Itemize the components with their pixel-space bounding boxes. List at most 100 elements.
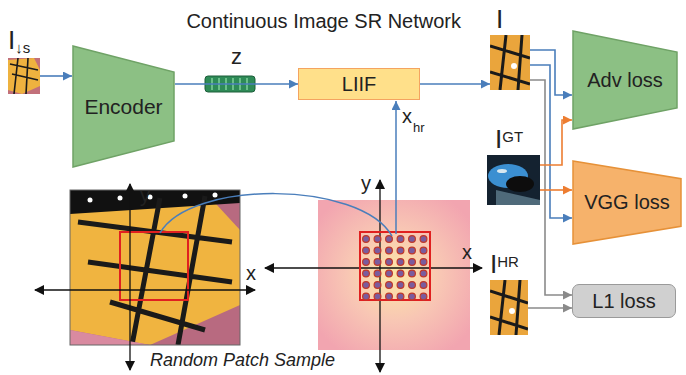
axis-label: x (246, 262, 256, 284)
block-label: Encoder (84, 95, 162, 119)
query-symbol: x (402, 105, 412, 127)
block-label: Adv loss (587, 69, 663, 92)
connector-arrow (530, 80, 572, 295)
image-symbol: I (8, 25, 15, 55)
illustration-part (506, 176, 534, 192)
illustration-part (386, 259, 393, 266)
panel-title-holder: Continuous Image SR Network (186, 10, 461, 33)
illustration-part (490, 35, 530, 90)
illustration-part (70, 330, 150, 345)
axis-label: x (462, 241, 472, 263)
ground-truth-image: IGT (487, 155, 540, 205)
image-label-holder: I (496, 6, 503, 32)
label-holder: y (140, 184, 150, 207)
connector-arrow (420, 83, 490, 85)
illustration-part (386, 282, 393, 289)
axis-label: y (140, 184, 150, 206)
label-holder: hr (413, 118, 425, 136)
illustration-part (374, 293, 381, 300)
label-holder: x (246, 262, 256, 285)
illustration-part (386, 247, 393, 254)
illustration-part (511, 63, 517, 69)
illustration-part (374, 247, 381, 254)
illustration-part (363, 270, 370, 277)
edge-label-holder: z (231, 44, 242, 70)
illustration-part (497, 169, 507, 173)
illustration-part (409, 270, 416, 277)
illustration-part (88, 198, 93, 203)
output-image: I (490, 35, 530, 90)
illustration-part (118, 196, 123, 201)
illustration-part (70, 190, 240, 345)
illustration-part (409, 259, 416, 266)
illustration-part (490, 280, 528, 335)
connector-arrow (40, 75, 72, 77)
illustration-part (420, 293, 427, 300)
input-image: I↓s (8, 58, 40, 94)
illustration-part (509, 308, 515, 314)
illustration-part (374, 270, 381, 277)
illustration-part (265, 267, 482, 268)
connector-arrow (540, 120, 572, 165)
illustration-part (490, 35, 530, 90)
image-label-holder: IGT (495, 126, 523, 152)
trapezoid-outline (573, 31, 677, 129)
illustration-part (374, 236, 381, 243)
trapezoid-outline (573, 161, 681, 244)
hr-image: IHR (490, 280, 528, 335)
illustration-part (8, 35, 540, 372)
image-symbol-index: ↓s (15, 39, 30, 56)
illustration-part (160, 194, 392, 236)
illustration-part (409, 282, 416, 289)
illustration-part (318, 200, 470, 350)
trapezoid-outline (73, 46, 174, 167)
illustration-part (374, 282, 381, 289)
illustration-part (360, 232, 430, 300)
illustration-part (397, 236, 404, 243)
liif-block: LIIF (298, 68, 420, 100)
connector-arrow (530, 50, 572, 95)
illustration-part (409, 247, 416, 254)
latent-label: z (231, 44, 242, 69)
illustration-part (420, 236, 427, 243)
illustration-part (496, 190, 540, 205)
illustration-part (70, 190, 240, 345)
loss-block: L1 loss (572, 284, 676, 318)
loss-block: Adv loss (572, 30, 678, 130)
illustration-part (490, 280, 528, 335)
connector-arrow (530, 65, 572, 218)
illustration-part (8, 58, 40, 94)
illustration-part (35, 289, 255, 290)
image-symbol: I (495, 124, 502, 154)
illustration-part (183, 194, 188, 199)
illustration-part (409, 236, 416, 243)
illustration-part (363, 259, 370, 266)
illustration-part (213, 193, 218, 198)
image-symbol-index: HR (497, 253, 519, 270)
illustration-part (70, 190, 240, 345)
illustration-part (397, 282, 404, 289)
illustration-part (129, 184, 130, 370)
network-panel: Continuous Image SR NetworkEncoder LIIF (57, 5, 475, 170)
illustration-part (490, 35, 530, 90)
illustration-part (420, 247, 427, 254)
connector-arrow (175, 83, 298, 85)
illustration-part (363, 247, 370, 254)
connector-arrow (540, 189, 572, 191)
axis-label: y (361, 172, 371, 194)
illustration-part (70, 190, 240, 214)
illustration-part (70, 192, 240, 345)
encoder-block: Encoder (72, 45, 175, 168)
caption-label: Random Patch Sample (150, 350, 335, 370)
illustration-part (397, 293, 404, 300)
illustration-part (8, 58, 40, 94)
query-index: hr (413, 120, 425, 135)
illustration-part (420, 259, 427, 266)
connector-arrow (528, 307, 572, 309)
image-symbol-index: GT (502, 128, 523, 145)
illustration-part (409, 293, 416, 300)
illustration-part (363, 282, 370, 289)
illustration-part (395, 101, 397, 234)
